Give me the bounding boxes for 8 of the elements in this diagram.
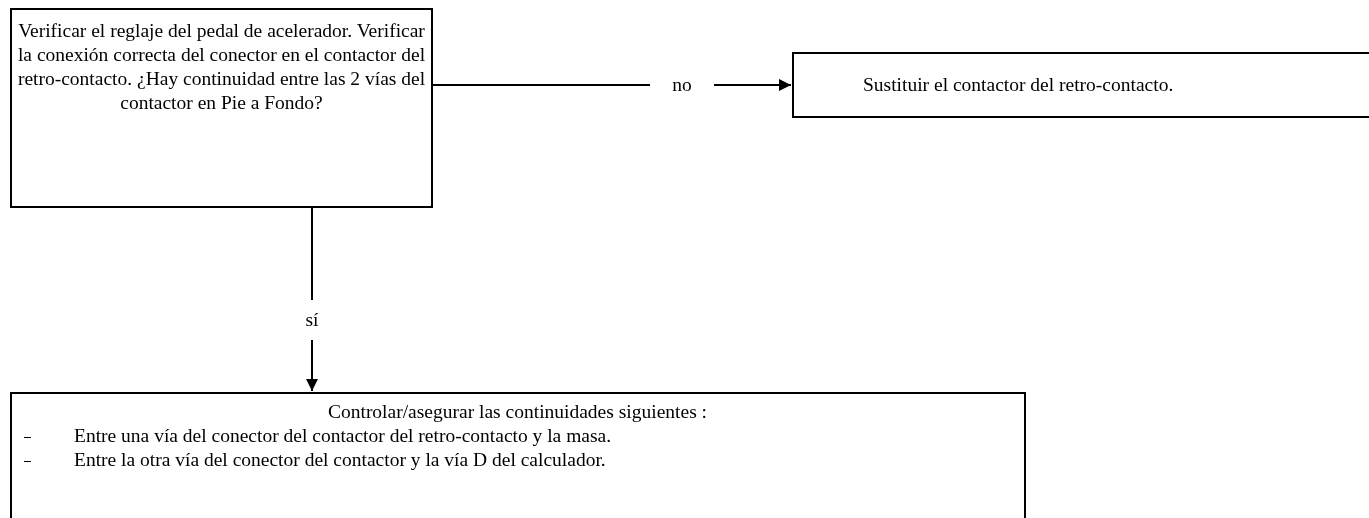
decision-box (10, 8, 433, 208)
list-item-text: Entre la otra vía del conector del contactor y la vía D del calculador. (74, 448, 606, 472)
process-box (10, 392, 1026, 518)
heading-text: Controlar/asegurar las continuidades siguientes : (326, 400, 709, 424)
list-item-text: Entre una vía del conector del contactor del retro-contacto y la masa. (74, 424, 612, 448)
question-text: Verificar el reglaje del pedal de acelerador. Verificar la conexión correcta del conector en el contactor del retro-contacto. ¿Hay continuidad entre las 2 vías del contactor en Pie a Fondo? (16, 19, 427, 115)
process-box (792, 52, 1369, 118)
box-text: Sustituir el contactor del retro-contacto. (863, 73, 1174, 97)
